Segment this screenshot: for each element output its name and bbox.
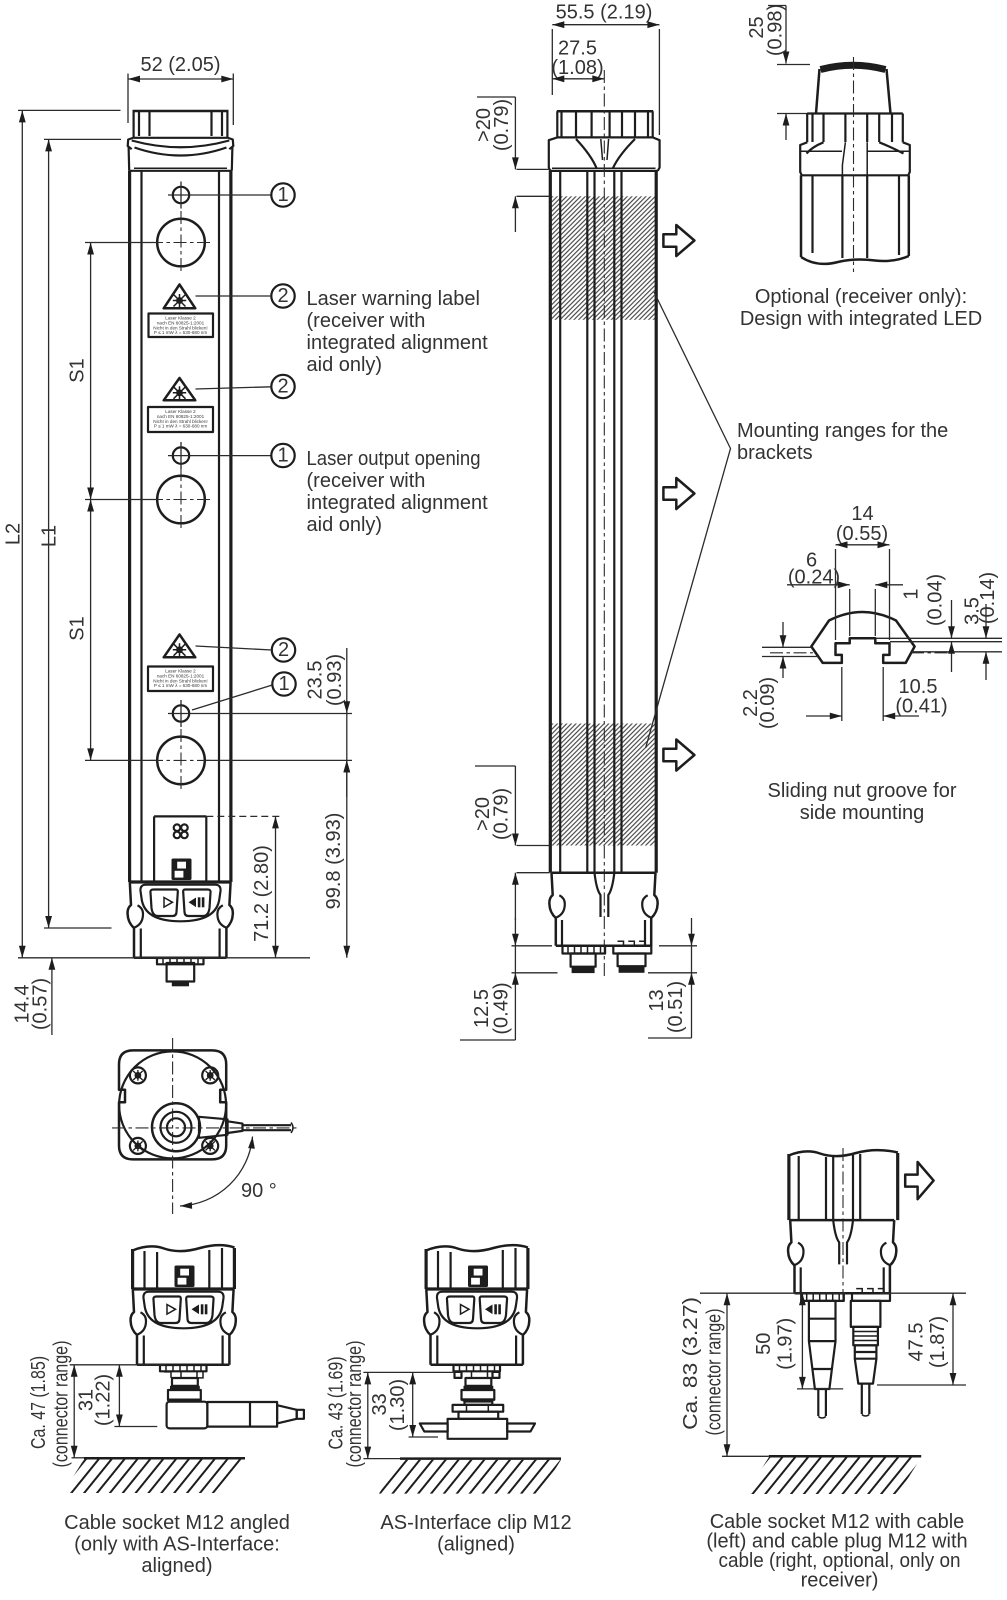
svg-text:2: 2 xyxy=(277,285,288,307)
svg-text:(0.41): (0.41) xyxy=(895,696,947,718)
svg-text:Ca. 43 (1.69): Ca. 43 (1.69) xyxy=(326,1357,348,1450)
svg-text:Ca. 83 (3.27): Ca. 83 (3.27) xyxy=(680,1297,702,1430)
svg-text:90 °: 90 ° xyxy=(241,1180,277,1202)
svg-text:(0.09): (0.09) xyxy=(757,677,779,729)
svg-text:1: 1 xyxy=(901,588,923,599)
svg-text:Nicht in den Strahl blicken!: Nicht in den Strahl blicken! xyxy=(153,679,207,684)
svg-text:(0.51): (0.51) xyxy=(665,981,687,1033)
svg-text:Optional (receiver only):: Optional (receiver only): xyxy=(755,286,967,308)
svg-text:(connector range): (connector range) xyxy=(51,1341,73,1468)
svg-text:(1.87): (1.87) xyxy=(927,1316,949,1368)
svg-text:52 (2.05): 52 (2.05) xyxy=(140,54,220,76)
svg-text:33: 33 xyxy=(369,1393,391,1415)
svg-text:nach EN 60825-1:2001: nach EN 60825-1:2001 xyxy=(157,321,205,326)
svg-text:(1.22): (1.22) xyxy=(93,1374,115,1426)
svg-text:(connector range): (connector range) xyxy=(344,1341,366,1468)
svg-text:Mounting ranges for the: Mounting ranges for the xyxy=(737,420,948,442)
svg-text:(0.79): (0.79) xyxy=(491,99,513,151)
svg-text:Nicht in den Strahl blicken!: Nicht in den Strahl blicken! xyxy=(153,419,207,424)
svg-text:(1.30): (1.30) xyxy=(387,1379,409,1431)
svg-text:(aligned): (aligned) xyxy=(437,1534,515,1556)
svg-text:14: 14 xyxy=(851,503,873,525)
svg-text:2: 2 xyxy=(277,376,288,398)
svg-text:P ≤ 1 mW λ = 630-680 nm: P ≤ 1 mW λ = 630-680 nm xyxy=(154,330,208,335)
svg-text:31: 31 xyxy=(76,1389,98,1411)
svg-text:(0.55): (0.55) xyxy=(836,523,888,545)
svg-text:(0.79): (0.79) xyxy=(491,788,513,840)
svg-text:nach EN 60825-1:2001: nach EN 60825-1:2001 xyxy=(157,414,205,419)
svg-text:6: 6 xyxy=(806,550,817,572)
svg-text:2: 2 xyxy=(278,639,289,661)
svg-text:Cable socket M12 with cable: Cable socket M12 with cable xyxy=(710,1511,965,1533)
svg-text:14.4: 14.4 xyxy=(12,985,34,1024)
svg-text:integrated alignment: integrated alignment xyxy=(307,492,489,514)
svg-text:47.5: 47.5 xyxy=(906,1323,928,1362)
svg-text:Laser Klasse 2: Laser Klasse 2 xyxy=(165,316,196,321)
svg-text:Ca. 47 (1.85): Ca. 47 (1.85) xyxy=(28,1356,50,1449)
svg-text:P ≤ 1 mW λ = 630-680 nm: P ≤ 1 mW λ = 630-680 nm xyxy=(154,683,208,688)
svg-text:12.5: 12.5 xyxy=(471,989,493,1028)
svg-text:1: 1 xyxy=(278,673,289,695)
svg-text:10.5: 10.5 xyxy=(899,676,938,698)
svg-text:cable (right, optional, only o: cable (right, optional, only on xyxy=(719,1550,961,1572)
svg-text:receiver): receiver) xyxy=(801,1570,879,1592)
svg-text:aid only): aid only) xyxy=(307,354,383,376)
svg-text:3.5: 3.5 xyxy=(962,597,984,625)
svg-text:1: 1 xyxy=(277,445,288,467)
svg-text:Cable socket M12 angled: Cable socket M12 angled xyxy=(64,1512,290,1534)
svg-text:(receiver with: (receiver with xyxy=(307,310,426,332)
svg-text:23.5: 23.5 xyxy=(305,661,327,700)
svg-text:Laser Klasse 2: Laser Klasse 2 xyxy=(165,409,196,414)
svg-text:(connector range): (connector range) xyxy=(704,1309,726,1436)
svg-text:(left) and cable plug M12 with: (left) and cable plug M12 with xyxy=(706,1531,967,1553)
svg-text:L2: L2 xyxy=(3,523,25,545)
svg-text:27.5: 27.5 xyxy=(558,38,597,60)
svg-text:S1: S1 xyxy=(67,358,89,382)
svg-text:Laser warning label: Laser warning label xyxy=(307,288,480,310)
svg-text:Design with integrated LED: Design with integrated LED xyxy=(740,308,982,330)
svg-text:71.2 (2.80): 71.2 (2.80) xyxy=(251,845,273,942)
svg-text:brackets: brackets xyxy=(737,442,813,464)
svg-text:55.5 (2.19): 55.5 (2.19) xyxy=(556,2,653,24)
svg-text:>20: >20 xyxy=(472,797,494,831)
svg-text:50: 50 xyxy=(753,1333,775,1355)
svg-text:25: 25 xyxy=(746,16,768,38)
svg-text:(0.04): (0.04) xyxy=(925,574,947,626)
svg-text:nach EN 60825-1:2001: nach EN 60825-1:2001 xyxy=(157,674,205,679)
svg-text:AS-Interface clip M12: AS-Interface clip M12 xyxy=(380,1512,571,1534)
svg-text:S1: S1 xyxy=(67,616,89,640)
svg-text:(0.93): (0.93) xyxy=(324,654,346,706)
svg-text:integrated alignment: integrated alignment xyxy=(307,332,489,354)
svg-text:13: 13 xyxy=(646,989,668,1011)
svg-text:(receiver with: (receiver with xyxy=(307,470,426,492)
svg-text:2.2: 2.2 xyxy=(740,689,762,717)
svg-text:1: 1 xyxy=(277,184,288,206)
svg-text:(0.24): (0.24) xyxy=(788,567,840,589)
svg-text:(1.08): (1.08) xyxy=(551,57,603,79)
svg-text:(0.14): (0.14) xyxy=(977,572,999,624)
svg-text:Laser output opening: Laser output opening xyxy=(307,448,481,470)
svg-text:P ≤ 1 mW λ = 630-680 nm: P ≤ 1 mW λ = 630-680 nm xyxy=(154,424,208,429)
svg-text:side mounting: side mounting xyxy=(800,802,925,824)
svg-text:aid only): aid only) xyxy=(307,514,383,536)
svg-text:aligned): aligned) xyxy=(141,1555,212,1577)
svg-text:L1: L1 xyxy=(39,525,61,547)
svg-text:99.8 (3.93): 99.8 (3.93) xyxy=(323,813,345,910)
svg-text:(0.57): (0.57) xyxy=(30,978,52,1030)
svg-text:>20: >20 xyxy=(473,108,495,142)
svg-text:Laser Klasse 2: Laser Klasse 2 xyxy=(165,669,196,674)
svg-text:(0.98): (0.98) xyxy=(765,4,787,56)
svg-text:Sliding nut groove for: Sliding nut groove for xyxy=(767,780,956,802)
svg-text:(1.97): (1.97) xyxy=(775,1318,797,1370)
svg-text:(only with AS-Interface:: (only with AS-Interface: xyxy=(74,1534,280,1556)
svg-text:Nicht in den Strahl blicken!: Nicht in den Strahl blicken! xyxy=(153,326,207,331)
svg-text:(0.49): (0.49) xyxy=(491,982,513,1034)
